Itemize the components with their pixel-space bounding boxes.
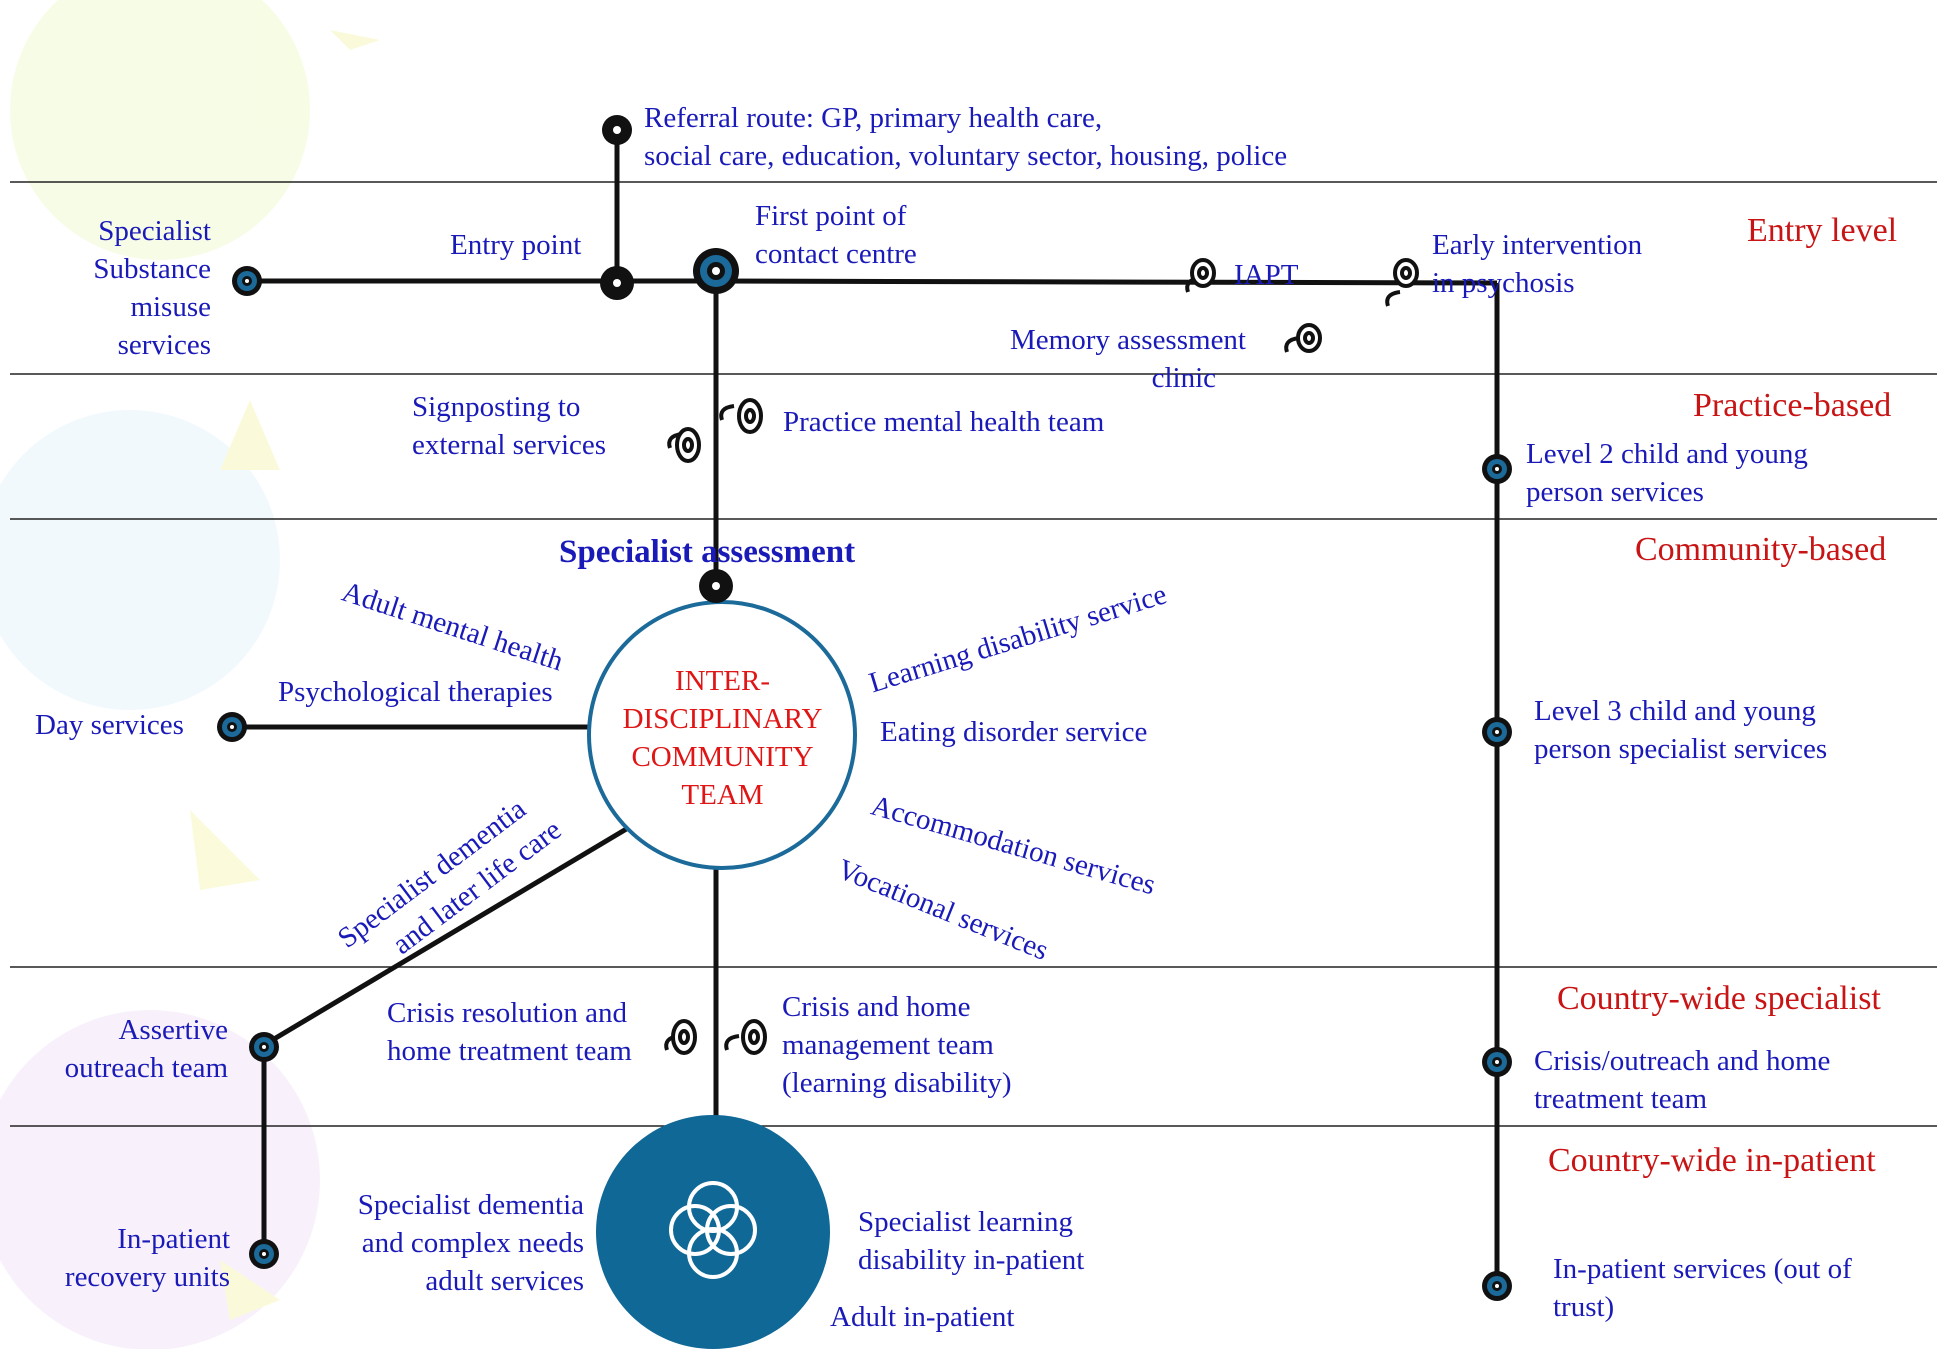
level-label-practice: Practice-based <box>1693 387 1892 424</box>
station-crisis-outreach <box>1482 1047 1512 1077</box>
level-separators <box>10 181 1937 1127</box>
spur-stations <box>664 258 1419 1055</box>
station-assertive <box>249 1032 279 1062</box>
station-recovery <box>249 1239 279 1269</box>
level-label-specialist: Country-wide specialist <box>1557 980 1881 1017</box>
level-label-inpatient: Country-wide in-patient <box>1548 1142 1876 1179</box>
label-eating-disorder: Eating disorder service <box>880 716 1148 748</box>
station-inpatient-out <box>1482 1271 1512 1301</box>
station-level2 <box>1482 454 1512 484</box>
spur-iapt-icon <box>1185 258 1216 293</box>
label-day-services: Day services <box>35 709 184 741</box>
label-specialist-assessment: Specialist assessment <box>559 534 856 570</box>
station-level3 <box>1482 717 1512 747</box>
first-point-station <box>693 248 739 294</box>
label-practice-team: Practice mental health team <box>783 406 1105 438</box>
spur-memory-icon <box>1284 323 1322 353</box>
label-adult-inpatient: Adult in-patient <box>830 1301 1015 1333</box>
spur-practice-icon <box>719 398 763 434</box>
label-referral-route: Referral route: GP, primary health care,… <box>644 102 1288 172</box>
interdisciplinary-hub-ring <box>587 600 857 870</box>
dementia-line <box>262 825 630 1048</box>
inpatient-hub <box>596 1115 830 1349</box>
spur-early-intervention-icon <box>1385 258 1419 307</box>
spur-crisis-home-icon <box>724 1019 767 1055</box>
entry-line-east <box>717 278 1498 286</box>
interchange-stations <box>600 115 733 603</box>
label-entry-point: Entry point <box>450 229 582 261</box>
label-iapt: IAPT <box>1234 259 1299 291</box>
label-psychological-therapies: Psychological therapies <box>278 676 553 708</box>
spur-signposting-icon <box>667 427 701 463</box>
stations <box>217 266 1512 1301</box>
spur-crisis-resolution-icon <box>664 1019 697 1055</box>
level-label-entry: Entry level <box>1747 212 1898 249</box>
background-decoration <box>0 0 380 1349</box>
station-day-services <box>217 712 247 742</box>
station-substance <box>232 266 262 296</box>
level-label-community: Community-based <box>1635 531 1887 568</box>
route-lines <box>232 130 1500 1285</box>
